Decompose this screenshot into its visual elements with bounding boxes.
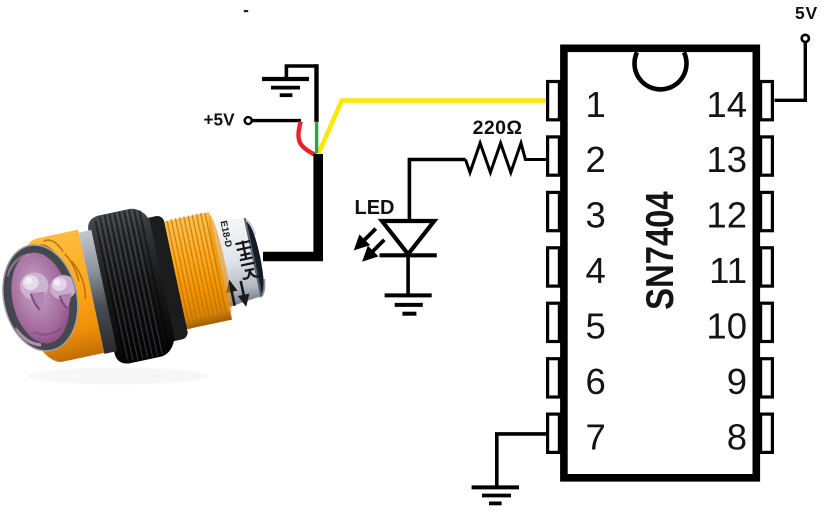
svg-text:12: 12 <box>706 195 747 236</box>
svg-text:220Ω: 220Ω <box>473 117 523 139</box>
svg-text:LED: LED <box>355 197 395 219</box>
svg-text:14: 14 <box>706 84 747 125</box>
svg-text:5V: 5V <box>795 3 818 23</box>
svg-text:1: 1 <box>586 84 606 125</box>
svg-text:10: 10 <box>706 306 747 347</box>
svg-text:+5V: +5V <box>204 110 236 130</box>
svg-text:3: 3 <box>586 195 606 236</box>
svg-text:4: 4 <box>586 250 606 291</box>
svg-text:2: 2 <box>586 139 606 180</box>
svg-text:11: 11 <box>709 250 747 291</box>
svg-text:6: 6 <box>586 361 606 402</box>
svg-text:SN7404: SN7404 <box>639 191 682 310</box>
svg-text:7: 7 <box>586 416 606 457</box>
svg-text:13: 13 <box>706 139 747 180</box>
svg-text:5: 5 <box>586 306 606 347</box>
svg-text:9: 9 <box>727 361 747 402</box>
svg-text:8: 8 <box>727 416 747 457</box>
